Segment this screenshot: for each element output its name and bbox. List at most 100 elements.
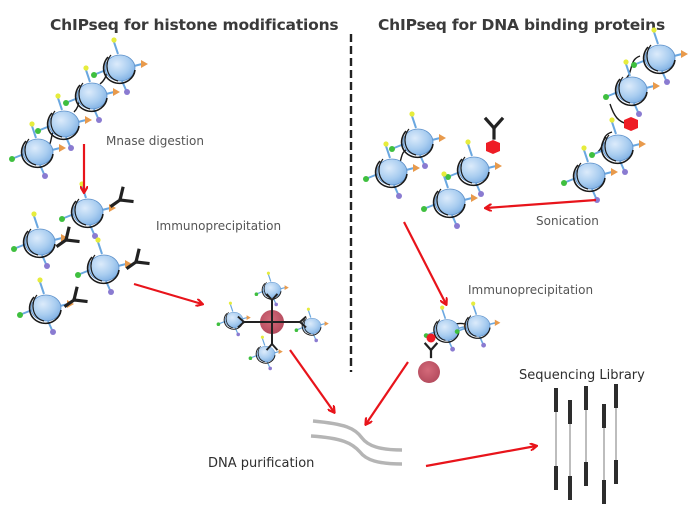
dna-wrap: [78, 82, 91, 110]
histone-mark-yellow: [471, 301, 476, 306]
antibody: [423, 342, 439, 359]
histone-tail: [53, 237, 63, 241]
histone-tail: [307, 310, 312, 318]
histone-mark-yellow: [306, 307, 310, 311]
magnetic-bead: [418, 361, 440, 383]
histone-tail: [57, 97, 63, 111]
histone-tail: [673, 53, 683, 57]
histone-mark-green: [421, 206, 427, 212]
histone-mark-orange: [471, 194, 478, 202]
nucleosome: [603, 59, 660, 117]
dna-wrap: [32, 294, 45, 322]
arrow: [425, 446, 536, 468]
histone-core: [402, 128, 434, 156]
histone-mark-green: [9, 156, 15, 162]
label-sequencing-library: Sequencing Library: [519, 368, 645, 383]
histone-mark-green: [216, 322, 221, 326]
arrow: [289, 349, 334, 412]
histone-mark-green: [603, 94, 609, 100]
label-mnase-digestion: Mnase digestion: [106, 134, 204, 148]
histone-mark-orange: [439, 134, 446, 142]
histone-core: [574, 162, 606, 190]
histone-core: [22, 138, 54, 166]
histone-mark-orange: [611, 168, 618, 176]
dna-wrap: [24, 138, 37, 166]
histone-tail: [267, 274, 272, 282]
dna-wrap: [90, 254, 103, 282]
histone-tail: [463, 197, 473, 201]
histone-tail: [113, 41, 119, 55]
purified-dna-strand: [310, 434, 403, 466]
histone-tail: [385, 145, 391, 159]
label-sonication: Sonication: [536, 214, 599, 228]
histone-mark-orange: [494, 319, 501, 326]
nucleosome: [589, 117, 646, 175]
antibody-shape: [483, 116, 505, 140]
histone-tail: [489, 322, 496, 326]
histone-mark-orange: [681, 50, 688, 58]
histone-mark-purple: [44, 263, 50, 269]
antibody: [483, 116, 505, 140]
histone-mark-green: [454, 329, 460, 334]
antibody-shape: [63, 286, 88, 308]
dna-binding-protein: [624, 117, 638, 131]
histone-mark-green: [389, 146, 395, 152]
histone-mark-yellow: [409, 111, 415, 117]
nucleosome: [363, 141, 420, 199]
histone-tail: [320, 323, 326, 326]
antibody-shape: [125, 248, 150, 270]
histone-mark-orange: [639, 140, 646, 148]
histone-core: [72, 198, 104, 226]
histone-tail: [467, 143, 473, 157]
dna-binding-protein: [486, 140, 500, 154]
histone-mark-orange: [141, 60, 148, 68]
nucleosome: [421, 171, 478, 229]
histone-core: [644, 44, 676, 72]
histone-tail: [97, 241, 103, 255]
antibody: [265, 337, 279, 351]
dna-wrap: [642, 46, 676, 75]
histone-mark-green: [75, 272, 81, 278]
dna-wrap: [604, 134, 617, 162]
histone-core: [262, 281, 282, 299]
nucleosome: [454, 301, 501, 348]
dna-wrap: [374, 160, 408, 189]
histone-mark-orange: [61, 234, 68, 242]
histone-tail: [51, 147, 61, 151]
histone-tail: [33, 215, 39, 229]
dna-wrap: [28, 296, 62, 325]
histone-tail: [487, 165, 497, 169]
histone-core: [48, 110, 80, 138]
histone-mark-orange: [284, 285, 289, 290]
arrow: [486, 198, 597, 208]
nucleosome: [631, 27, 688, 85]
histone-tail: [441, 308, 447, 320]
histone-mark-green: [63, 100, 69, 106]
antibody-shape: [423, 342, 439, 359]
arrow: [403, 221, 446, 304]
histone-mark-yellow: [440, 305, 445, 310]
histone-mark-orange: [246, 315, 251, 320]
dna-wrap: [378, 158, 391, 186]
histone-mark-purple: [622, 169, 628, 175]
antibody-shape: [265, 337, 279, 351]
histone-mark-yellow: [581, 145, 587, 151]
nucleosome: [17, 277, 74, 335]
antibody: [125, 248, 150, 270]
histone-mark-yellow: [111, 37, 117, 43]
dna-wrap: [456, 158, 490, 187]
histone-tail: [611, 121, 617, 135]
antibody: [63, 286, 88, 308]
histone-tail: [229, 304, 234, 312]
histone-tail: [431, 137, 441, 141]
histone-mark-yellow: [623, 59, 629, 65]
dna-wrap: [618, 76, 631, 104]
nucleosome: [9, 121, 66, 179]
dna-wrap: [50, 110, 63, 138]
histone-mark-green: [589, 152, 595, 158]
histone-mark-green: [445, 174, 451, 180]
dna-wrap: [225, 311, 233, 329]
histone-mark-green: [35, 128, 41, 134]
histone-tail: [443, 175, 449, 189]
